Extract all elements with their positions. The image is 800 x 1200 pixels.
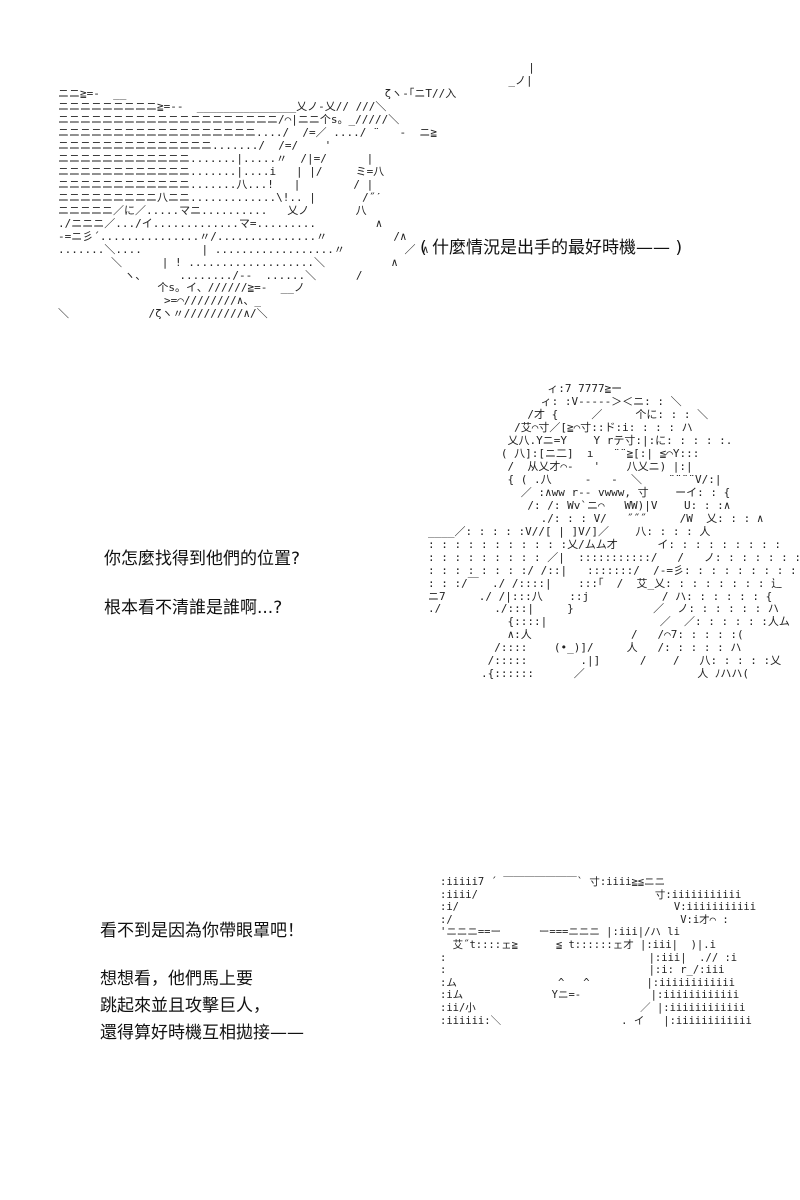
explanation-text: 想想看，他們馬上要 跳起來並且攻擊巨人， 還得算好時機互相拋接—— <box>100 969 304 1043</box>
complaint-text: 根本看不清誰是誰啊...? <box>104 598 283 618</box>
girl-ascii-art: ィ:7 7777≧ー ィ: :V-‐‐‐‐＞＜ニ: : ＼ /才 { ／ 个に:… <box>428 382 800 681</box>
face-ascii-art: :iiiii7 ´ ￣￣￣￣￣￣￣` 寸:iiii≧≦ニニ :iiii/ 寸:i… <box>440 876 757 1027</box>
blindfold-text: 看不到是因為你帶眼罩吧！ <box>100 921 304 941</box>
thought-bubble-text: ( 什麼情況是出手的最好時機—— ) <box>420 238 683 258</box>
question-text: 你怎麼找得到他們的位置? <box>104 549 301 569</box>
horse-ascii-art: | _ノ| ニニ≧=- __ ζヽ-｢ニT//入 ニニニニニニニニニ≧=-- _… <box>58 61 535 321</box>
